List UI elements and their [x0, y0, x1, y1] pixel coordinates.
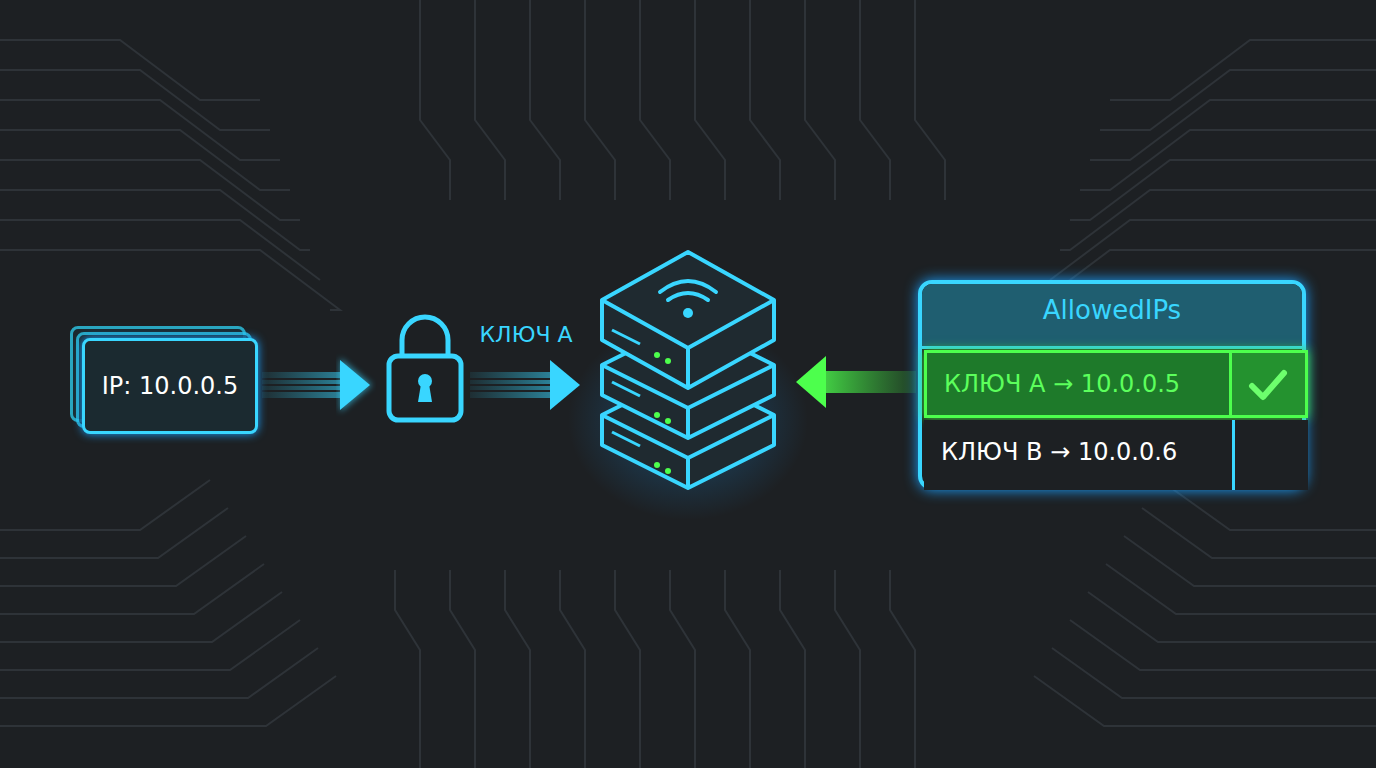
- circuit-trace: [1124, 536, 1376, 586]
- checkmark: [1232, 353, 1302, 417]
- circuit-trace: [835, 570, 860, 768]
- check-cell: [1232, 420, 1308, 490]
- circuit-trace: [395, 570, 420, 768]
- circuit-trace: [670, 570, 695, 768]
- circuit-trace: [0, 480, 210, 530]
- circuit-trace: [450, 570, 475, 768]
- table-cell: КЛЮЧ В → 10.0.0.6: [941, 438, 1177, 467]
- table-row: КЛЮЧ А → 10.0.0.5: [924, 350, 1308, 418]
- circuit-trace: [0, 250, 340, 310]
- check-cell: [1229, 353, 1305, 415]
- flow-arrow: [262, 358, 372, 412]
- circuit-trace: [1034, 676, 1376, 726]
- circuit-trace: [1088, 592, 1376, 642]
- circuit-trace: [780, 570, 805, 768]
- circuit-trace: [1106, 564, 1376, 614]
- circuit-trace: [560, 570, 585, 768]
- table-row: КЛЮЧ В → 10.0.0.6: [924, 420, 1308, 490]
- circuit-trace: [0, 536, 246, 586]
- row-divider: [922, 346, 1302, 349]
- packet-ip: IP: 10.0.0.5: [102, 372, 239, 401]
- lock-icon: [389, 317, 461, 420]
- circuit-trace: [0, 564, 264, 614]
- key-label: КЛЮЧ А: [479, 322, 572, 348]
- circuit-trace: [1070, 620, 1376, 670]
- server-icon: [568, 252, 808, 520]
- packet-card: IP: 10.0.0.5: [82, 338, 258, 434]
- circuit-trace: [915, 0, 945, 200]
- allowedips-table: AllowedIPsКЛЮЧ А → 10.0.0.5КЛЮЧ В → 10.0…: [918, 280, 1306, 490]
- table-heading: AllowedIPs: [1043, 295, 1181, 326]
- circuit-trace: [530, 0, 560, 200]
- circuit-trace: [695, 0, 725, 200]
- circuit-trace: [0, 592, 282, 642]
- circuit-trace: [0, 620, 300, 670]
- circuit-trace: [420, 0, 450, 200]
- circuit-trace: [475, 0, 505, 200]
- circuit-trace: [860, 0, 890, 200]
- circuit-trace: [0, 676, 336, 726]
- lookup-arrow: [796, 356, 916, 408]
- circuit-trace: [1142, 508, 1376, 558]
- circuit-trace: [505, 570, 530, 768]
- circuit-trace: [750, 0, 780, 200]
- circuit-trace: [1052, 648, 1376, 698]
- circuit-trace: [890, 570, 915, 768]
- flow-arrow: [470, 360, 580, 410]
- circuit-trace: [585, 0, 615, 200]
- circuit-trace: [0, 508, 228, 558]
- circuit-trace: [0, 648, 318, 698]
- circuit-trace: [805, 0, 835, 200]
- circuit-trace: [725, 570, 750, 768]
- circuit-trace: [615, 570, 640, 768]
- circuit-trace: [640, 0, 670, 200]
- table-cell: КЛЮЧ А → 10.0.0.5: [944, 370, 1180, 399]
